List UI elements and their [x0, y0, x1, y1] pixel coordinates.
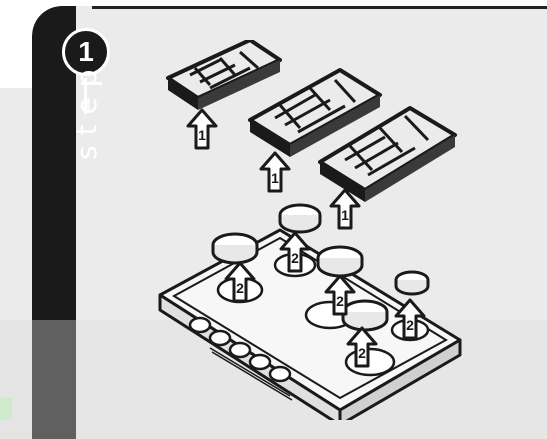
svg-text:1: 1	[271, 170, 279, 186]
lift-arrow-grate-middle: 1	[261, 153, 289, 191]
left-margin-green-tab	[0, 398, 12, 420]
panel-top-border	[92, 6, 547, 9]
lift-arrow-grate-left: 1	[188, 110, 216, 148]
step-strip-lower	[32, 320, 76, 439]
svg-text:1: 1	[341, 207, 349, 223]
svg-text:2: 2	[406, 317, 414, 333]
cooktop-illustration: 1 1 1 2 2 2 2 2	[140, 40, 470, 420]
svg-text:2: 2	[291, 250, 299, 266]
svg-text:2: 2	[336, 293, 344, 309]
svg-text:2: 2	[236, 280, 244, 296]
svg-text:2: 2	[358, 345, 366, 361]
grate-middle	[250, 70, 380, 157]
step-word: step	[70, 59, 103, 160]
svg-text:1: 1	[198, 127, 206, 143]
grate-left	[168, 40, 280, 110]
lift-arrow-grate-right: 1	[331, 190, 359, 228]
